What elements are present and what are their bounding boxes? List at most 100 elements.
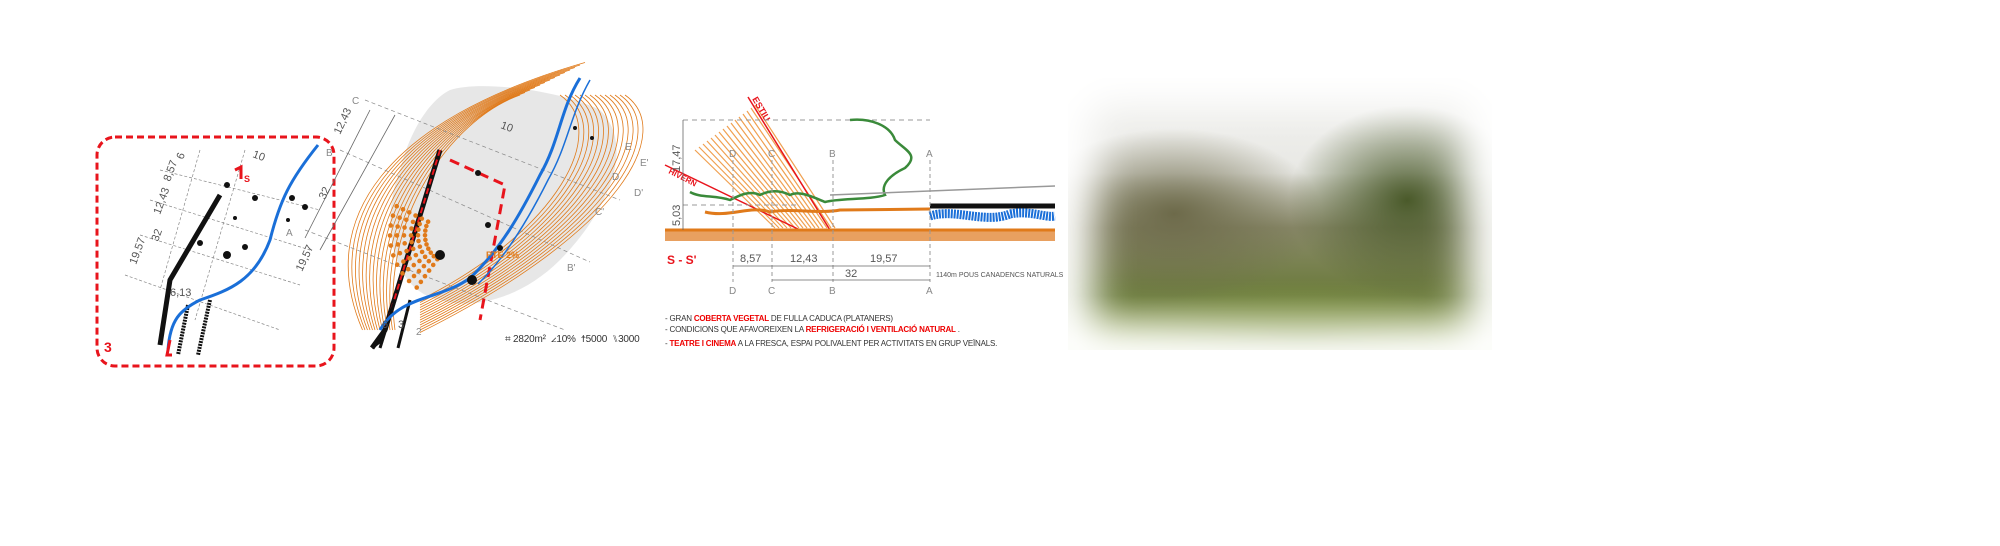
seat-mark	[422, 232, 428, 238]
section-note: - GRAN COBERTA VEGETAL DE FULLA CADUCA (…	[665, 314, 893, 323]
grid-label: B'	[567, 263, 576, 274]
seat-mark	[421, 263, 427, 269]
key-plan-number: 3	[104, 339, 112, 355]
dim-label: 8,57	[740, 253, 761, 265]
dim-label: 12,43	[152, 186, 173, 216]
seat-mark	[410, 219, 416, 225]
seat-mark	[422, 273, 428, 279]
seat-mark	[401, 233, 407, 238]
area-value: 2820m²	[513, 334, 546, 345]
section-title: S - S'	[667, 253, 697, 267]
seat-mark	[426, 258, 432, 264]
axis-label: B	[829, 149, 836, 160]
distance-note: 1140m POUS CANADENCS NATURALS	[936, 272, 1064, 279]
seat-mark	[416, 227, 421, 232]
seat-mark	[400, 207, 406, 212]
seat-mark	[388, 223, 394, 228]
axis-label: D	[729, 149, 736, 160]
section-note: - TEATRE I CINEMA A LA FRESCA, ESPAI POL…	[665, 339, 998, 348]
grid-label: A	[286, 228, 293, 239]
seat-mark	[426, 246, 431, 252]
sun-ray	[746, 110, 828, 229]
seat-mark	[424, 242, 429, 247]
grid-label: 2	[416, 327, 422, 338]
sun-ray	[742, 113, 824, 229]
slope-label: PTE 2%	[486, 250, 519, 260]
seat-mark	[417, 244, 423, 249]
seat-mark	[402, 241, 407, 246]
seated-capacity: 3000	[618, 334, 640, 345]
axis-label: B	[829, 286, 836, 297]
seat-mark	[401, 259, 406, 264]
site-plan: PTE 2% C B A D E B' C' D' E' 2 12,43 32 …	[286, 62, 649, 350]
seat-mark	[422, 254, 428, 260]
grid-label: B	[326, 148, 333, 159]
seat-mark	[406, 278, 412, 284]
grid-label: D	[612, 172, 619, 183]
seat-mark	[415, 233, 421, 238]
seat-mark	[428, 250, 434, 255]
sun-ray	[698, 146, 780, 229]
section-note: - CONDICIONS QUE AFAVOREIXEN LA REFRIGER…	[665, 325, 960, 334]
standing-capacity: 5000	[585, 334, 608, 345]
dim-label: 32	[150, 227, 165, 243]
sun-ray	[702, 143, 784, 229]
contour-line	[351, 64, 639, 331]
seat-mark	[414, 285, 420, 290]
contour-line	[389, 92, 585, 331]
seat-mark	[418, 279, 424, 285]
axis-label: A	[926, 286, 933, 297]
area-icon: ⌗	[505, 334, 511, 345]
seat-mark	[411, 262, 417, 268]
dim-label: 12,43	[790, 253, 818, 265]
slope-icon: ∠	[550, 334, 557, 345]
site-photo-collage	[1068, 78, 1492, 350]
seat-mark	[419, 216, 425, 221]
contour-line	[379, 84, 599, 331]
axis-label: D	[729, 286, 736, 297]
seat-mark	[394, 262, 400, 268]
seat-mark	[408, 233, 414, 238]
seat-mark	[409, 239, 414, 245]
contour-line	[376, 82, 604, 331]
grid-label: E	[625, 142, 632, 153]
sun-ray	[714, 134, 796, 229]
contour-line	[358, 69, 629, 331]
seat-mark	[404, 217, 409, 223]
seat-mark	[413, 252, 419, 258]
dim-label: 10	[499, 120, 515, 135]
seat-mark	[425, 219, 431, 225]
sun-ray	[710, 137, 792, 229]
dim-label: 32	[317, 185, 333, 201]
seat-mark	[417, 258, 422, 264]
axis-label: C	[768, 149, 775, 160]
dim-label: 19,57	[294, 243, 317, 273]
seat-mark	[402, 225, 407, 230]
sun-ray	[738, 116, 820, 229]
seat-mark	[395, 224, 400, 229]
standing-person-icon: ☨	[580, 334, 586, 345]
seat-mark	[387, 233, 393, 238]
height-label: 5,03	[671, 205, 683, 226]
sun-ray	[694, 149, 776, 229]
seat-mark	[394, 203, 400, 209]
axis-label: A	[926, 149, 933, 160]
contour-line	[392, 94, 580, 331]
grid-label: C	[352, 96, 359, 107]
seat-mark	[390, 213, 396, 218]
sun-summer-label: ESTIU	[750, 95, 772, 123]
axis-label: C	[768, 286, 775, 297]
sun-ray	[706, 140, 788, 229]
seat-mark	[419, 249, 425, 255]
seat-mark	[407, 256, 412, 261]
seated-person-icon: ⑊	[612, 334, 619, 345]
seat-mark	[409, 226, 414, 231]
seat-mark	[400, 271, 405, 276]
grid-label: D'	[634, 188, 643, 199]
contour-line	[382, 87, 595, 331]
seat-mark	[424, 223, 429, 229]
seat-mark	[430, 262, 436, 268]
seat-mark	[404, 248, 409, 254]
dim-label: 32	[845, 268, 857, 280]
grid-label: E'	[640, 158, 649, 169]
